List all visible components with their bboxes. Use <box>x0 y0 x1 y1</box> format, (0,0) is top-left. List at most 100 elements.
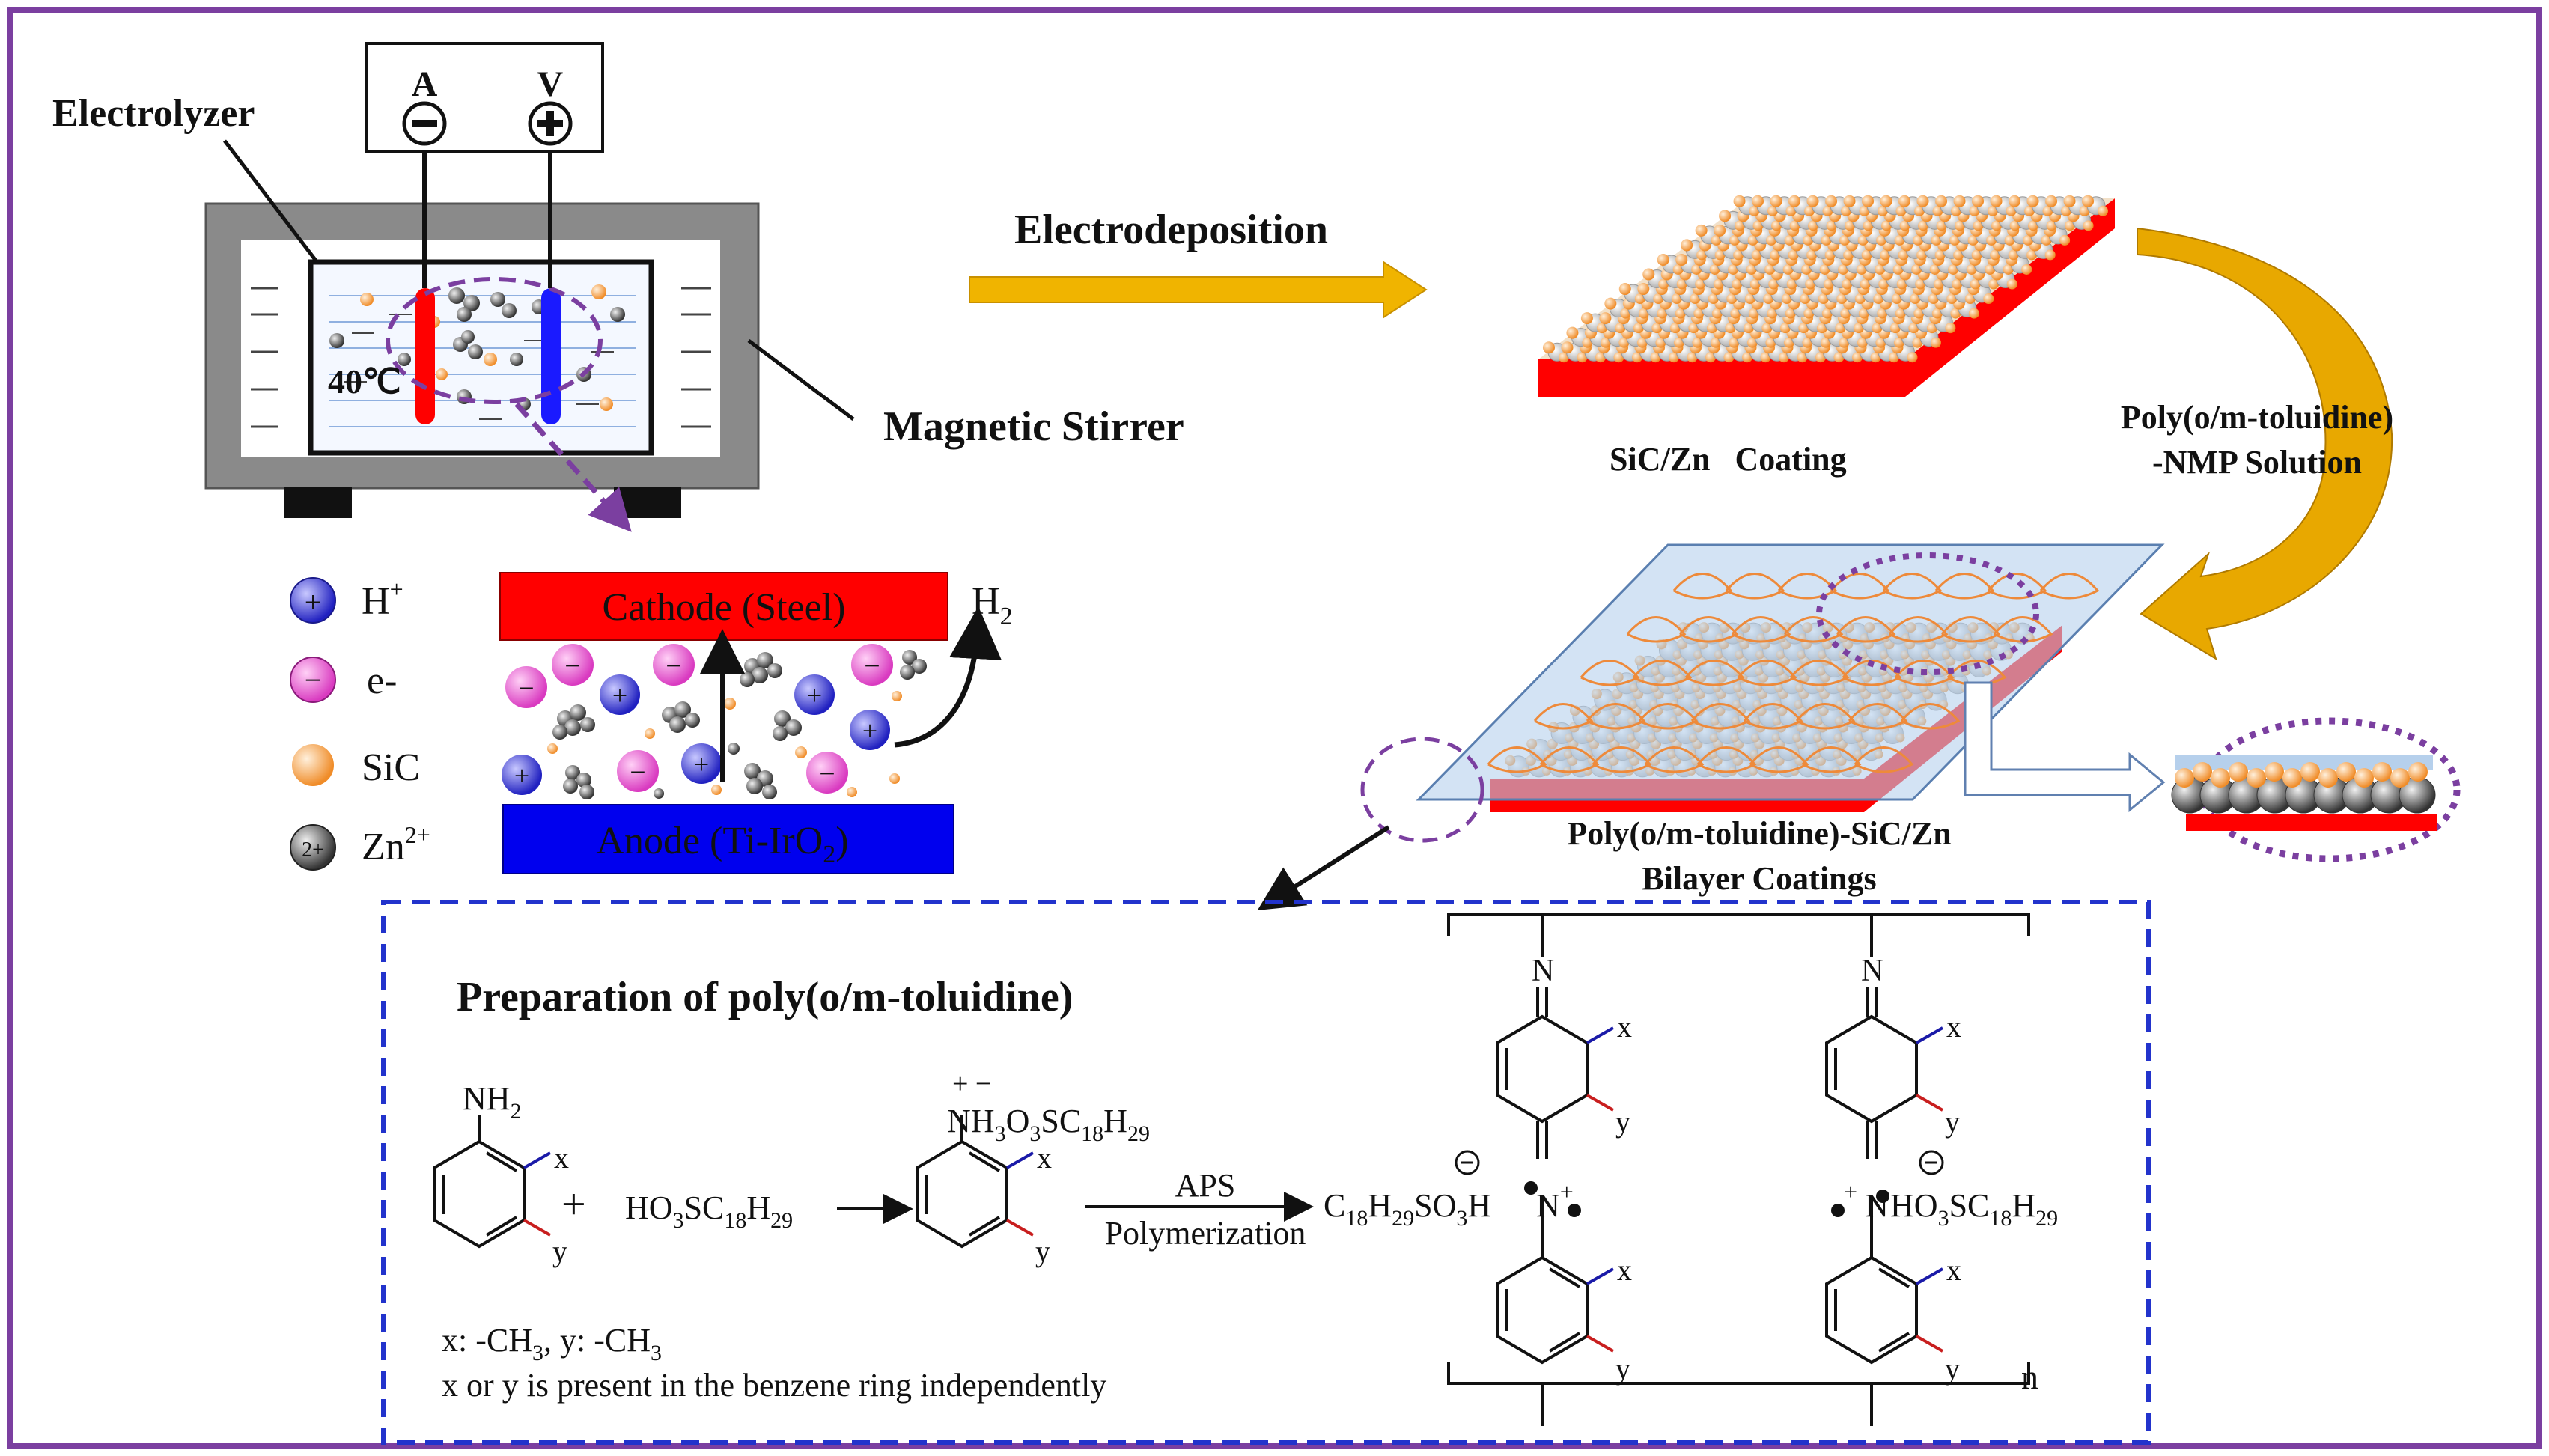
salt-x: x <box>1037 1141 1052 1175</box>
svg-text:−: − <box>305 663 322 697</box>
svg-text:−: − <box>564 651 580 682</box>
polymer-y-1: y <box>1615 1105 1630 1139</box>
svg-text:−: − <box>666 651 681 682</box>
svg-text:e-: e- <box>367 660 397 702</box>
salt-y: y <box>1035 1234 1050 1268</box>
anode-electrode <box>541 288 561 424</box>
temperature-label: 40℃ <box>328 362 401 400</box>
anode-plate <box>502 804 954 874</box>
zn-ion-icon <box>290 824 336 871</box>
dopant-acid: HO3SC18H29 <box>625 1190 793 1233</box>
svg-text:−: − <box>518 673 534 704</box>
aps-label: APS <box>1175 1167 1236 1204</box>
anode-label: Anode (Ti-IrO2) <box>596 820 848 868</box>
radical-dots <box>1524 1181 1889 1217</box>
monomer-benzene-ring <box>433 1139 526 1249</box>
particle-legend: + H+ − e- SiC 2+ Zn2+ <box>290 576 430 871</box>
bilayer-label-1: Poly(o/m-toluidine)-SiC/Zn <box>1567 815 1951 852</box>
polymer-x-3: x <box>1617 1253 1632 1287</box>
svg-text:+: + <box>694 749 709 779</box>
plus-sign: + <box>561 1180 586 1228</box>
polymer-bracket-bottom <box>1447 1362 2030 1385</box>
salt-charges: + − <box>952 1068 991 1100</box>
cell-particles <box>329 284 625 411</box>
bilayer-label-2: Bilayer Coatings <box>1642 860 1876 897</box>
cathode-electrode <box>415 288 435 424</box>
monomer-nh2: NH2 <box>463 1080 522 1124</box>
benzene-ring-left <box>1496 1255 1589 1365</box>
legend-item-sic: SiC <box>292 744 420 789</box>
legend-item-zn: 2+ Zn2+ <box>290 821 430 871</box>
substituent-note: x: -CH3, y: -CH3 <box>442 1322 662 1365</box>
bilayer-coating-plate: Poly(o/m-toluidine)-SiC/Zn Bilayer Coati… <box>1360 543 2166 897</box>
h-ion-icon <box>290 577 336 624</box>
chemistry-scheme <box>433 913 2030 1426</box>
left-dopant: C18H29SO3H <box>1324 1187 1491 1231</box>
detail-ellipse <box>1816 552 2039 675</box>
edge-ellipse <box>1360 737 1484 843</box>
legend-item-h: + H+ <box>290 576 403 624</box>
cross-section-detail <box>2171 717 2461 862</box>
anilinium-salt: NH3O3SC18H29 <box>947 1103 1150 1146</box>
legend-item-electron: − e- <box>290 657 397 703</box>
svg-text:+: + <box>862 716 877 746</box>
pomt-solution-label-1: Poly(o/m-toluidine) <box>2121 399 2393 436</box>
svg-text:−: − <box>819 758 835 790</box>
polymer-x-1: x <box>1617 1010 1632 1044</box>
independence-note: x or y is present in the benzene ring in… <box>442 1367 1106 1404</box>
polymer-n-top-right: N <box>1861 954 1883 988</box>
electrolyte-particles: − − − − − − + + + + + <box>502 644 927 799</box>
solution-coating-arrow <box>2137 227 2393 661</box>
svg-text:Zn2+: Zn2+ <box>362 821 430 868</box>
magnify-arrow <box>1964 681 2166 813</box>
anion-right-icon <box>1919 1150 1944 1175</box>
polymer-x-2: x <box>1946 1010 1961 1044</box>
anion-left-icon <box>1455 1150 1480 1175</box>
meter-v-label: V <box>537 64 564 104</box>
prep-title: Preparation of poly(o/m-toluidine) <box>457 974 1073 1020</box>
monomer-x: x <box>554 1141 569 1175</box>
magnetic-stirrer-label: Magnetic Stirrer <box>883 403 1184 450</box>
polymer-y-3: y <box>1615 1352 1630 1386</box>
stirrer-foot-right <box>614 487 681 518</box>
h2-evolution-arrow <box>894 606 1002 748</box>
electrodeposition-label: Electrodeposition <box>1014 207 1328 253</box>
preparation-box <box>381 900 2151 1445</box>
electrolyzer-apparatus: A V 40℃ Electrolyzer Magnetic Stirrer <box>52 42 1184 532</box>
polymer-y-2: y <box>1945 1105 1960 1139</box>
right-dopant: HO3SC18H29 <box>1890 1187 2058 1231</box>
repeat-n: n <box>2021 1358 2038 1396</box>
salt-benzene-ring <box>916 1139 1008 1249</box>
quinoid-ring-left <box>1496 1014 1589 1124</box>
stirrer-foot-left <box>284 487 352 518</box>
sic-zn-coating-plate: SiC/Zn Coating <box>1538 195 2115 478</box>
stirrer-pointer <box>747 339 855 421</box>
polymer-x-4: x <box>1946 1253 1961 1287</box>
electrolyte-detail: Cathode (Steel) Anode (Ti-IrO2) − − − − … <box>499 572 1013 874</box>
quinoid-ring-right <box>1825 1014 1918 1124</box>
svg-text:2+: 2+ <box>302 838 324 862</box>
left-n-plus: N+ <box>1536 1178 1574 1224</box>
polymer-y-4: y <box>1945 1352 1960 1386</box>
svg-text:+: + <box>807 680 822 710</box>
to-prep-arrow <box>1257 825 1390 911</box>
svg-text:+: + <box>612 680 627 710</box>
polymer-n-top-left: N <box>1532 954 1554 988</box>
svg-text:H+: H+ <box>362 576 403 623</box>
electrolyzer-label: Electrolyzer <box>52 92 255 135</box>
svg-text:SiC: SiC <box>362 746 420 789</box>
right-n-plus: +N <box>1844 1178 1889 1224</box>
outer-frame <box>7 7 2542 1449</box>
svg-text:+: + <box>305 585 322 619</box>
svg-text:−: − <box>630 757 645 788</box>
zoom-region-ellipse <box>386 277 603 404</box>
electron-icon <box>290 657 336 703</box>
svg-text:−: − <box>864 651 880 682</box>
polymer-mesh <box>1487 573 2100 773</box>
cathode-label: Cathode (Steel) <box>603 586 846 629</box>
polymer-bracket-top <box>1447 913 2030 936</box>
electrodeposition-step: Electrodeposition <box>969 207 1428 319</box>
pomt-solution-label-2: -NMP Solution <box>2152 444 2362 481</box>
polymerization-label: Polymerization <box>1105 1215 1306 1252</box>
